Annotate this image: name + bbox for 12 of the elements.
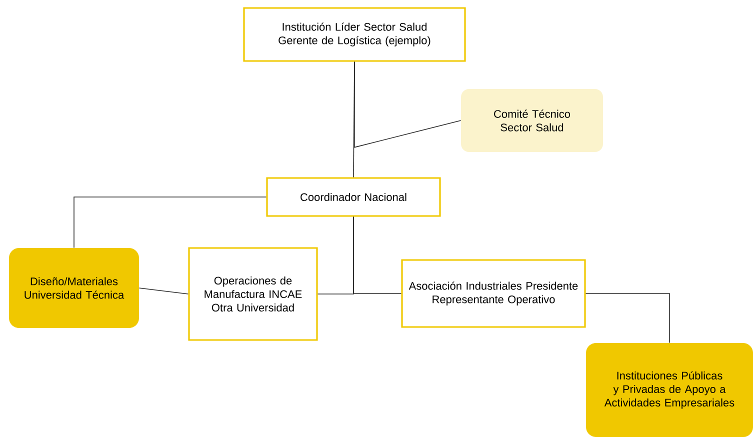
connector-line (353, 216, 402, 294)
org-box: Institución Líder Sector Salud Gerente de Logística (ejemplo) (243, 7, 466, 62)
connector-line (585, 293, 670, 344)
org-box: Asociación Industriales Presidente Representante Operativo (401, 259, 586, 328)
connector-line (354, 61, 462, 148)
partner-box: Instituciones Públicas y Privadas de Apoyo a Actividades Empresariales (586, 343, 753, 437)
partner-box: Diseño/Materiales Universidad Técnica (9, 248, 139, 328)
committee-box: Comité Técnico Sector Salud (461, 89, 603, 152)
connector-line (74, 196, 267, 248)
org-box: Coordinador Nacional (266, 177, 441, 217)
connector-line (138, 288, 189, 294)
org-box: Operaciones de Manufactura INCAE Otra Universidad (188, 247, 318, 341)
